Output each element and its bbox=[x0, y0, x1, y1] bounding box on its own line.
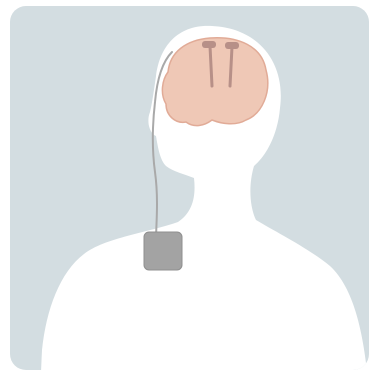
brain-icon bbox=[162, 38, 267, 126]
stimulator-device bbox=[144, 232, 182, 270]
